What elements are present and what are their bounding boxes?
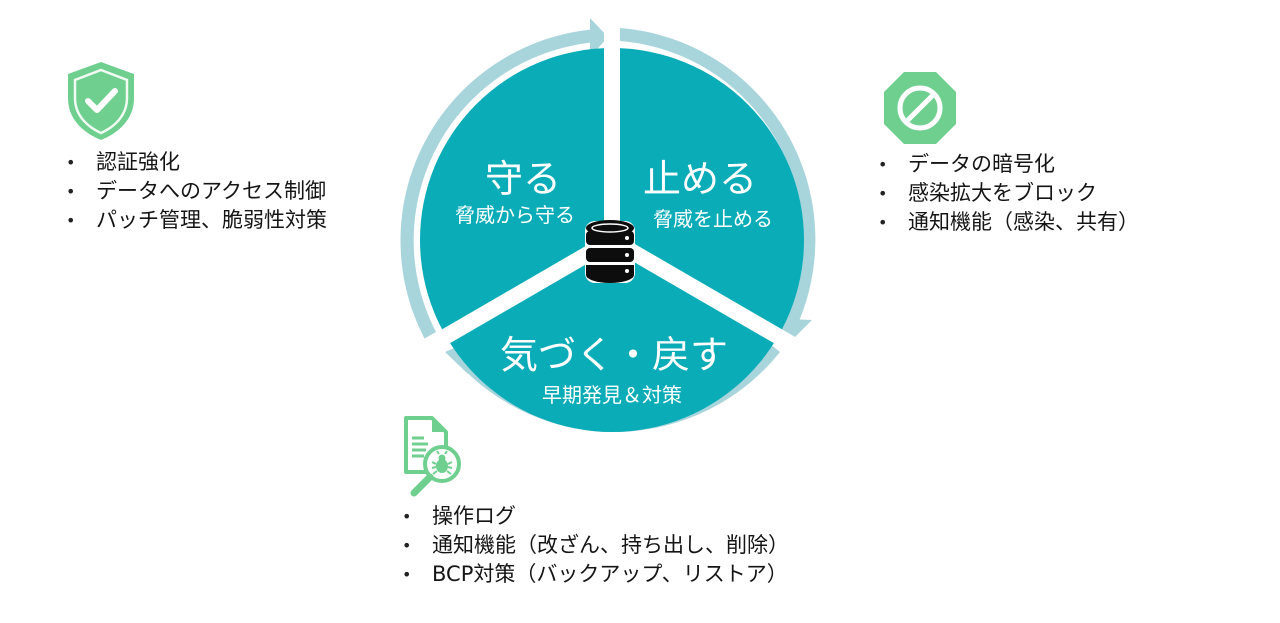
protect-measures-list: 認証強化 データへのアクセス制御 パッチ管理、脆弱性対策: [62, 148, 327, 235]
sector-stop: 止める 脅威を止める: [643, 157, 773, 231]
prohibited-octagon-icon: [884, 72, 956, 144]
sector-detect-restore: 気づく・戻す 早期発見＆対策: [500, 333, 728, 407]
list-item: パッチ管理、脆弱性対策: [62, 206, 327, 235]
list-item: データへのアクセス制御: [62, 177, 327, 206]
panel-detect: 操作ログ 通知機能（改ざん、持ち出し、削除） BCP対策（バックアップ、リストア…: [398, 416, 789, 589]
list-item: データの暗号化: [874, 150, 1139, 179]
stop-measures-list: データの暗号化 感染拡大をブロック 通知機能（感染、共有）: [874, 150, 1139, 237]
sector-title-stop: 止める: [643, 157, 757, 201]
sector-dividers: [407, 20, 817, 363]
panel-stop: データの暗号化 感染拡大をブロック 通知機能（感染、共有）: [874, 70, 1139, 237]
document-bug-search-icon: [404, 416, 461, 497]
sector-subtitle-detect: 早期発見＆対策: [542, 383, 682, 407]
sector-protect: 守る 脅威から守る: [455, 157, 575, 227]
shield-check-icon: [68, 62, 134, 140]
sector-subtitle-stop: 脅威を止める: [653, 207, 773, 231]
sector-title-detect: 気づく・戻す: [500, 333, 728, 377]
list-item: 通知機能（改ざん、持ち出し、削除）: [398, 531, 789, 560]
sector-subtitle-protect: 脅威から守る: [455, 203, 575, 227]
database-icon: [585, 220, 635, 283]
ring-arrow-protect: [400, 29, 598, 339]
sector-title-protect: 守る: [485, 157, 561, 201]
list-item: 通知機能（感染、共有）: [874, 208, 1139, 237]
arrowhead-top-icon: [590, 18, 608, 57]
detect-measures-list: 操作ログ 通知機能（改ざん、持ち出し、削除） BCP対策（バックアップ、リストア…: [398, 502, 789, 589]
list-item: 感染拡大をブロック: [874, 179, 1139, 208]
panel-protect: 認証強化 データへのアクセス制御 パッチ管理、脆弱性対策: [62, 60, 327, 235]
list-item: 操作ログ: [398, 502, 789, 531]
list-item: BCP対策（バックアップ、リストア）: [398, 560, 789, 589]
ring-arrow-stop: [620, 28, 816, 330]
list-item: 認証強化: [62, 148, 327, 177]
